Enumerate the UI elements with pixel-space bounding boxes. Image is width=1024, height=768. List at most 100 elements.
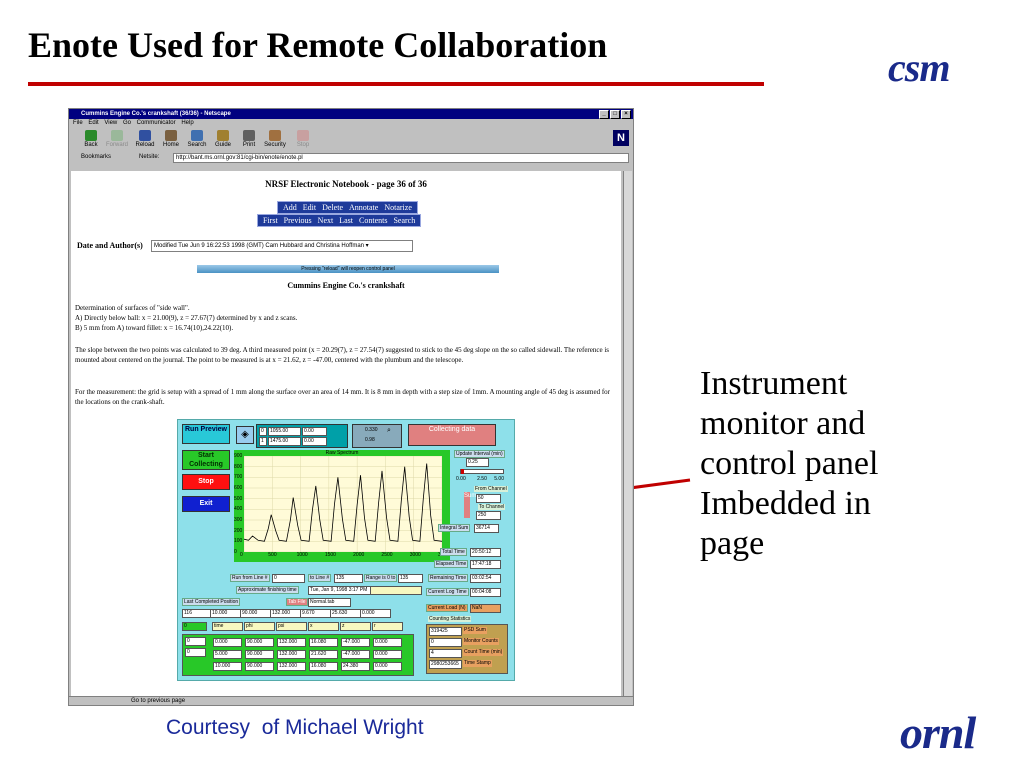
motor-value-a[interactable]: 1055.00 [268,427,301,436]
menu-view[interactable]: View [104,120,118,126]
table-cell[interactable]: 0.000 [373,662,402,671]
guide-icon [217,130,229,141]
motor-value-a[interactable]: 1475.00 [268,437,301,446]
mini-readout: 0.330 [365,427,378,433]
start-collecting-button[interactable]: Start Collecting [182,450,230,470]
text-line: A) Directly below ball: x = 21.00(9), z … [75,314,298,322]
exit-button[interactable]: Exit [182,496,230,512]
column-header: x [308,622,339,631]
table-cell[interactable]: 132.000 [277,650,306,659]
table-cell[interactable]: -47.000 [341,638,370,647]
menu-edit[interactable]: Edit [88,120,99,126]
nav-search[interactable]: Search [393,216,416,225]
x-tick-label: 2500 [381,552,393,558]
forward-arrow-icon [111,130,123,141]
row-index[interactable]: 0 [185,637,206,646]
run-from-input[interactable]: 0 [272,574,305,583]
motor-value-b[interactable]: 0.00 [302,437,327,446]
menu-go[interactable]: Go [122,120,131,126]
nav-annotate[interactable]: Annotate [349,203,379,212]
table-cell[interactable]: 132.000 [277,638,306,647]
stop-button[interactable]: Stop [291,128,315,148]
spectrum-line [244,463,442,542]
remaining-time-label: Remaining Time [428,574,469,582]
slider-handle[interactable] [461,469,464,474]
stat-label: Count Time (min) [463,649,504,656]
finish-time-extra [370,586,422,595]
home-icon [165,130,177,141]
y-tick-label: 0 [234,549,237,555]
to-line-input[interactable]: 135 [334,574,363,583]
vertical-scrollbar[interactable] [623,171,632,697]
table-cell[interactable]: -47.000 [341,650,370,659]
table-cell[interactable]: 132.000 [277,662,306,671]
title-rule [28,82,764,86]
direction-pad-icon[interactable]: ◈ [236,426,254,444]
forward-button[interactable]: Forward [105,128,129,148]
home-button[interactable]: Home [159,128,183,148]
caption-line: Imbedded in [700,485,871,522]
navigation-toolbar: Back Forward Reload Home Search Guide Pr… [69,128,633,150]
close-button[interactable]: × [621,110,631,119]
paragraph-surfaces: Determination of surfaces of "side wall"… [75,303,615,333]
update-interval-slider[interactable] [460,469,504,474]
url-input[interactable]: http://bant.ms.ornl.gov:81/cgi-bin/enote… [173,153,629,163]
tab-file-value: Normal.tab [308,598,351,607]
zoom-icon[interactable]: ⌕ [387,427,391,434]
table-cell[interactable]: 16.080 [309,662,338,671]
table-cell[interactable]: 90.000 [245,662,274,671]
from-channel-label: From Channel [474,486,508,492]
minimize-button[interactable]: _ [599,110,609,119]
slider-tick: 5.00 [494,476,504,482]
table-cell[interactable]: 90.000 [245,638,274,647]
side-caption: Instrument monitor and control panel Imb… [700,364,980,564]
print-icon [243,130,255,141]
guide-button[interactable]: Guide [211,128,235,148]
table-cell[interactable]: 16.080 [309,638,338,647]
date-author-value: Modified Tue Jun 9 16:22:53 1998 (GMT) C… [154,243,364,249]
column-header: z [340,622,371,631]
caption-line: Instrument [700,365,848,402]
stop-collecting-button[interactable]: Stop [182,474,230,490]
table-cell[interactable]: 0.000 [373,650,402,659]
reload-button[interactable]: Reload [133,128,157,148]
back-button[interactable]: Back [79,128,103,148]
from-channel-input[interactable]: 50 [476,494,501,503]
print-button[interactable]: Print [237,128,261,148]
menu-file[interactable]: File [73,120,83,126]
security-button[interactable]: Security [263,128,287,148]
table-cell[interactable]: 5.000 [213,650,242,659]
nav-contents[interactable]: Contents [359,216,388,225]
table-cell[interactable]: 90.000 [245,650,274,659]
date-author-select[interactable]: Modified Tue Jun 9 16:22:53 1998 (GMT) C… [151,240,413,252]
nav-previous[interactable]: Previous [283,216,312,225]
nav-last[interactable]: Last [339,216,354,225]
nav-add[interactable]: Add [283,203,297,212]
nav-edit[interactable]: Edit [302,203,317,212]
status-text: Go to previous page [131,698,186,704]
nav-delete[interactable]: Delete [322,203,343,212]
to-channel-input[interactable]: 250 [476,511,501,520]
table-cell[interactable]: 0.000 [373,638,402,647]
table-cell[interactable]: 24.380 [341,662,370,671]
nav-next[interactable]: Next [317,216,334,225]
paragraph-slope: The slope between the two points was cal… [75,346,609,364]
ornl-logo: ornl [900,707,976,758]
table-cell[interactable]: 10.000 [213,662,242,671]
run-preview-button[interactable]: Run Preview [182,424,230,444]
stat-value: 319425 [429,627,462,636]
maximize-button[interactable]: □ [610,110,620,119]
nav-notarize[interactable]: Notarize [384,203,412,212]
search-button[interactable]: Search [185,128,209,148]
nav-first[interactable]: First [263,216,278,225]
bookmarks-button[interactable]: Bookmarks [81,154,112,160]
table-cell[interactable]: 0.000 [213,638,242,647]
menu-communicator[interactable]: Communicator [136,120,176,126]
motor-value-b[interactable]: 0.00 [302,427,327,436]
menu-help[interactable]: Help [181,120,194,126]
row-index[interactable]: 0 [185,648,206,657]
elapsed-time-label: Elapsed Time [434,560,469,568]
update-interval-input[interactable]: 0.25 [466,458,489,467]
table-cell[interactable]: 21.620 [309,650,338,659]
